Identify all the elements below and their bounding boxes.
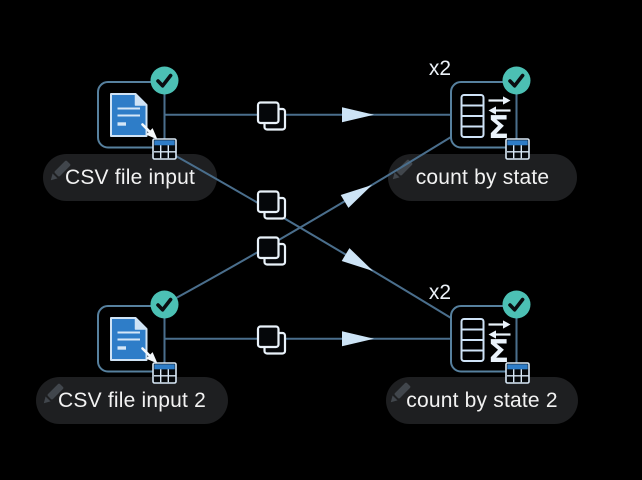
node-label-text: count by state 2 bbox=[406, 388, 558, 412]
node-label-csv-file-input-2[interactable]: CSV file input 2 bbox=[36, 377, 228, 424]
copy-data-icon bbox=[256, 101, 287, 131]
copy-data-icon bbox=[256, 190, 287, 220]
node-label-count-by-state-2[interactable]: count by state 2 bbox=[386, 377, 578, 424]
arrowhead-icon bbox=[342, 107, 374, 123]
node-label-csv-file-input[interactable]: CSV file input bbox=[43, 154, 217, 201]
arrowhead-icon bbox=[340, 185, 372, 208]
node-label-text: CSV file input bbox=[64, 165, 196, 189]
arrowhead-icon bbox=[342, 331, 374, 347]
node-count-by-state[interactable] bbox=[449, 64, 533, 161]
edit-pencil-icon[interactable] bbox=[389, 154, 419, 184]
node-label-text: CSV file input 2 bbox=[58, 388, 206, 412]
multiplier-badge: x2 bbox=[428, 281, 451, 304]
node-csv-file-input-2[interactable] bbox=[96, 288, 181, 385]
node-count-by-state-2[interactable] bbox=[449, 288, 533, 385]
node-label-count-by-state[interactable]: count by state bbox=[388, 154, 577, 201]
node-label-text: count by state bbox=[415, 165, 550, 189]
edit-pencil-icon[interactable] bbox=[40, 378, 70, 408]
multiplier-badge: x2 bbox=[428, 57, 451, 80]
copy-data-icon bbox=[256, 236, 287, 266]
node-csv-file-input[interactable] bbox=[96, 64, 181, 161]
edit-pencil-icon[interactable] bbox=[387, 377, 417, 407]
copy-data-icon bbox=[256, 325, 287, 355]
edit-pencil-icon[interactable] bbox=[47, 155, 77, 185]
arrowhead-icon bbox=[341, 248, 373, 271]
